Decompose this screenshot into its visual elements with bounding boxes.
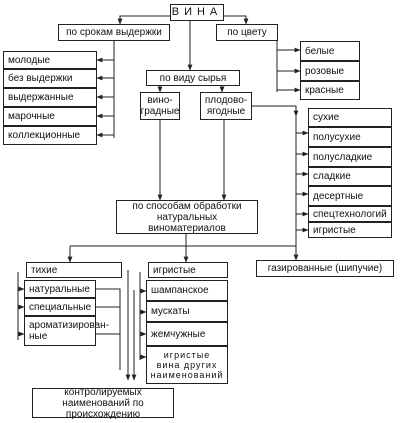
- sparkling-item-other: игристые вина других наименований: [146, 346, 228, 384]
- sugar-item-dry: сухие: [308, 108, 392, 127]
- raw-item-grape: вино-градные: [140, 92, 180, 120]
- color-item-red: красные: [300, 81, 360, 100]
- aging-item-unaged: без выдержки: [3, 69, 97, 88]
- sugar-item-sweet: сладкие: [308, 167, 392, 186]
- still-item-natural: натуральные: [24, 280, 96, 298]
- still-item-special: специальные: [24, 298, 96, 316]
- controlled-origin-box: контролируемых наименований по происхожд…: [32, 387, 174, 420]
- sugar-item-semidry: полусухие: [308, 127, 392, 147]
- sparkling-header-box: игристые: [148, 262, 228, 278]
- sugar-item-dessert: десертные: [308, 186, 392, 206]
- sparkling-item-muscat: мускаты: [146, 301, 228, 322]
- color-item-white: белые: [300, 41, 360, 61]
- still-header-box: тихие: [26, 262, 122, 278]
- sugar-item-semisweet: полусладкие: [308, 147, 392, 167]
- sparkling-item-champagne: шампанское: [146, 280, 228, 301]
- still-item-aromatized: ароматизирован-ные: [24, 316, 109, 346]
- aging-item-young: молодые: [3, 51, 97, 69]
- sparkling-item-pearl: жемчужные: [146, 322, 228, 346]
- sugar-item-special-tech: спецтехнологий: [308, 206, 392, 222]
- processing-group-box: по способам обработки натуральных винома…: [116, 200, 258, 234]
- title-box: ВИНА: [170, 4, 224, 21]
- sugar-item-sparkling: игристые: [308, 222, 392, 238]
- raw-item-fruit: плодово-ягодные: [200, 92, 252, 120]
- aging-item-collection: коллекционные: [3, 126, 97, 145]
- aging-item-aged: выдержанные: [3, 88, 97, 107]
- color-group-box: по цвету: [216, 24, 278, 41]
- carbonated-box: газированные (шипучие): [256, 260, 394, 277]
- aging-item-vintage: марочные: [3, 107, 97, 126]
- raw-group-box: по виду сырья: [146, 70, 240, 86]
- color-item-rose: розовые: [300, 61, 360, 81]
- aging-group-box: по срокам выдержки: [58, 24, 170, 41]
